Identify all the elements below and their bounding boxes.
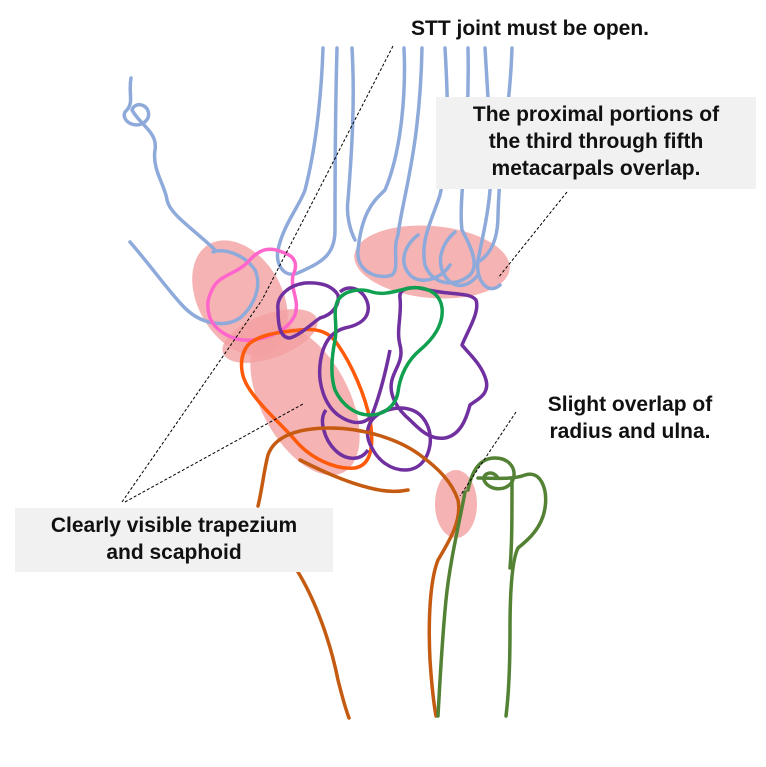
- metacarpal-annotation-line-2: the third through fifth: [488, 130, 704, 153]
- triquetrum-outline: [365, 406, 433, 472]
- ulna-inner-outline: [508, 478, 514, 570]
- radius-ulna-overlap-annotation: Slight overlap of radius and ulna.: [520, 391, 740, 445]
- stt-joint-annotation-line: STT joint must be open.: [411, 17, 649, 40]
- radius-articular-rim: [298, 458, 410, 494]
- radius-outlines: [256, 426, 461, 720]
- third-metacarpal-inner: [345, 46, 357, 242]
- trapezium-scaphoid-annotation: Clearly visible trapezium and scaphoid: [15, 508, 333, 572]
- highlight-radioulnar-overlap: [435, 470, 477, 538]
- thumb-outline-outer: [122, 76, 217, 252]
- trapezium-annotation-line-1: Clearly visible trapezium: [50, 514, 298, 537]
- ulna-head-outline: [476, 472, 548, 718]
- scaphoid-outline: [239, 327, 374, 470]
- leader-scaphoid: [124, 403, 304, 503]
- second-metacarpal-outline: [275, 46, 339, 276]
- metacarpal-overlap-annotation: The proximal portions of the third throu…: [436, 97, 756, 189]
- radius-distal-outline: [256, 426, 461, 718]
- hamate-outline: [389, 285, 489, 440]
- metacarpal-annotation-line-1: The proximal portions of: [472, 103, 720, 126]
- lunate-purple-outline: [320, 408, 370, 460]
- radius-ulna-annotation-line-2: radius and ulna.: [549, 420, 711, 443]
- leader-metacarpals: [497, 191, 568, 279]
- fifth-metacarpal-inner: [476, 46, 514, 264]
- ulna-styloid-outline: [466, 456, 516, 492]
- leader-lines: [121, 45, 568, 503]
- trapezium-outline: [206, 247, 299, 342]
- trapezium-annotation-line-2: and scaphoid: [106, 541, 242, 564]
- metacarpal-base-outline-2: [438, 230, 480, 288]
- lunate-outline: [330, 285, 444, 417]
- leader-stt-joint: [261, 45, 394, 301]
- metacarpal-annotation-line-3: metacarpals overlap.: [491, 157, 701, 180]
- leader-radius-ulna: [459, 411, 517, 497]
- radius-ulna-annotation-line-1: Slight overlap of: [547, 393, 713, 416]
- third-metacarpal-outline: [356, 46, 424, 279]
- ulna-outlines: [436, 456, 548, 718]
- ulna-shaft-outline: [436, 490, 467, 718]
- highlight-regions: [192, 225, 510, 538]
- metacarpal-base-outline: [402, 233, 452, 282]
- stt-joint-annotation: STT joint must be open.: [380, 15, 680, 42]
- leader-trapezium: [121, 299, 263, 503]
- radius-shaft-outline: [296, 570, 351, 720]
